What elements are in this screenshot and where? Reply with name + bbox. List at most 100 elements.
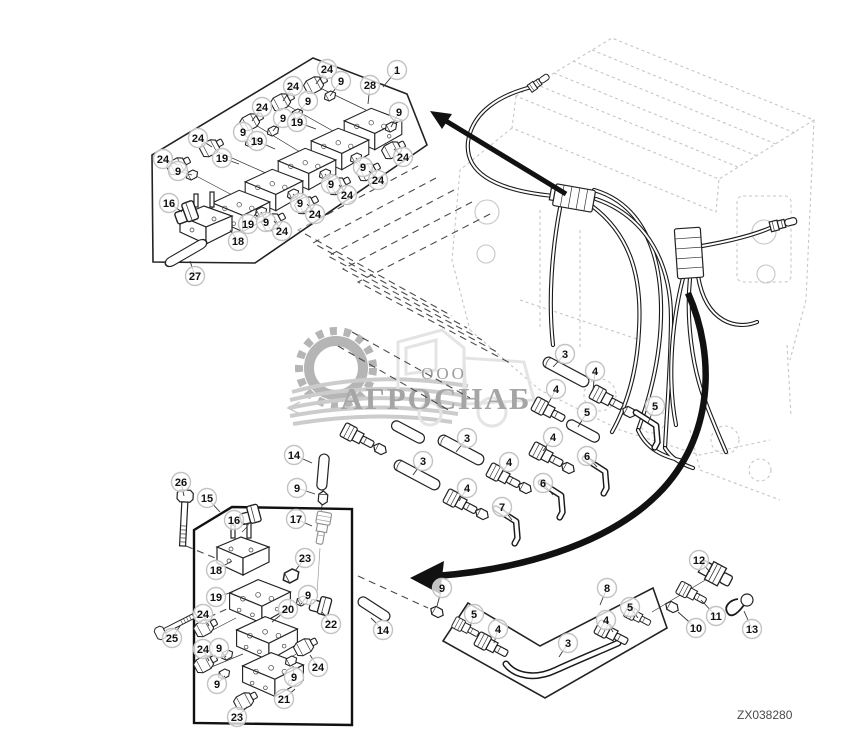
svg-text:16: 16 bbox=[228, 515, 240, 527]
callout-9: 9 bbox=[208, 637, 230, 659]
svg-text:14: 14 bbox=[288, 450, 301, 462]
svg-text:4: 4 bbox=[464, 483, 471, 495]
callout-18: 18 bbox=[205, 559, 233, 581]
callout-27: 27 bbox=[184, 260, 206, 287]
svg-text:9: 9 bbox=[360, 162, 366, 174]
callout-24: 24 bbox=[192, 638, 214, 662]
svg-text:5: 5 bbox=[584, 407, 590, 419]
callout-4: 4 bbox=[456, 477, 478, 502]
svg-text:24: 24 bbox=[309, 209, 322, 221]
svg-text:6: 6 bbox=[540, 478, 546, 490]
union-fitting bbox=[338, 421, 378, 453]
svg-text:11: 11 bbox=[710, 611, 722, 623]
svg-text:3: 3 bbox=[562, 349, 568, 361]
svg-text:9: 9 bbox=[240, 127, 246, 139]
svg-text:5: 5 bbox=[652, 401, 658, 413]
svg-text:10: 10 bbox=[690, 623, 702, 635]
hose-harness bbox=[465, 71, 799, 471]
svg-text:9: 9 bbox=[328, 179, 334, 191]
svg-text:24: 24 bbox=[197, 644, 210, 656]
svg-text:24: 24 bbox=[287, 81, 300, 93]
callout-13: 13 bbox=[741, 610, 763, 640]
callout-5: 5 bbox=[576, 401, 598, 428]
callout-21: 21 bbox=[273, 688, 296, 710]
callout-18: 18 bbox=[227, 229, 249, 252]
svg-text:5: 5 bbox=[471, 609, 477, 621]
svg-text:24: 24 bbox=[341, 190, 354, 202]
callout-3: 3 bbox=[455, 427, 478, 453]
svg-text:23: 23 bbox=[231, 712, 243, 724]
svg-text:19: 19 bbox=[251, 136, 263, 148]
callout-1: 1 bbox=[382, 59, 408, 88]
svg-text:4: 4 bbox=[550, 432, 557, 444]
callout-9: 9 bbox=[329, 70, 352, 97]
drawing-number: ZX038280 bbox=[737, 708, 793, 722]
callout-5: 5 bbox=[619, 596, 641, 619]
callout-4: 4 bbox=[487, 618, 509, 644]
svg-text:15: 15 bbox=[201, 493, 213, 505]
tube bbox=[355, 594, 393, 624]
gear-icon bbox=[304, 336, 368, 400]
callout-9: 9 bbox=[297, 584, 319, 606]
callout-7: 7 bbox=[491, 496, 513, 521]
svg-text:9: 9 bbox=[263, 217, 269, 229]
callout-24: 24 bbox=[271, 220, 293, 242]
callout-24: 24 bbox=[315, 58, 338, 85]
dust-cap bbox=[740, 593, 754, 607]
nut bbox=[663, 599, 681, 615]
callout-24: 24 bbox=[304, 203, 326, 225]
callout-9: 9 bbox=[431, 577, 453, 607]
svg-text:9: 9 bbox=[305, 96, 311, 108]
svg-text:9: 9 bbox=[214, 679, 220, 691]
callout-24: 24 bbox=[367, 169, 389, 191]
callout-9: 9 bbox=[352, 156, 374, 178]
svg-text:8: 8 bbox=[604, 583, 610, 595]
callout-16: 16 bbox=[223, 509, 250, 531]
watermark-name: АГРОСНАБ bbox=[341, 381, 532, 416]
callout-9: 9 bbox=[286, 477, 316, 499]
svg-text:21: 21 bbox=[278, 694, 290, 706]
callout-24: 24 bbox=[307, 654, 329, 678]
callout-9: 9 bbox=[167, 160, 193, 182]
svg-text:24: 24 bbox=[321, 64, 334, 76]
callout-4: 4 bbox=[545, 378, 567, 405]
sensor-fitting bbox=[768, 214, 799, 233]
tube bbox=[315, 453, 331, 491]
callout-24: 24 bbox=[282, 75, 304, 102]
callout-19: 19 bbox=[246, 130, 276, 152]
callout-22: 22 bbox=[320, 611, 342, 635]
callout-24: 24 bbox=[152, 148, 180, 170]
svg-text:19: 19 bbox=[216, 153, 228, 165]
svg-text:16: 16 bbox=[163, 198, 175, 210]
callout-14: 14 bbox=[370, 617, 394, 641]
svg-text:22: 22 bbox=[325, 619, 337, 631]
svg-text:7: 7 bbox=[499, 502, 505, 514]
svg-text:12: 12 bbox=[693, 555, 705, 567]
callout-9: 9 bbox=[320, 173, 342, 195]
callout-19: 19 bbox=[237, 211, 259, 235]
svg-text:13: 13 bbox=[746, 624, 758, 636]
watermark-prefix: ООО bbox=[421, 364, 467, 383]
callout-15: 15 bbox=[196, 487, 221, 513]
svg-text:19: 19 bbox=[242, 219, 254, 231]
callout-6: 6 bbox=[576, 445, 598, 468]
callout-6: 6 bbox=[532, 472, 554, 496]
callout-24: 24 bbox=[187, 127, 213, 149]
callout-4: 4 bbox=[584, 360, 606, 391]
svg-text:24: 24 bbox=[192, 133, 205, 145]
tube bbox=[564, 417, 602, 445]
svg-text:26: 26 bbox=[175, 477, 187, 489]
callout-5: 5 bbox=[644, 395, 666, 424]
svg-text:3: 3 bbox=[565, 638, 571, 650]
callout-9: 9 bbox=[206, 673, 228, 695]
callout-10: 10 bbox=[677, 611, 707, 639]
callout-11: 11 bbox=[700, 599, 727, 627]
callout-4: 4 bbox=[498, 451, 520, 477]
svg-text:14: 14 bbox=[377, 625, 390, 637]
callout-4: 4 bbox=[595, 609, 617, 633]
callout-12: 12 bbox=[688, 549, 711, 573]
watermark: ООО АГРОСНАБ bbox=[286, 327, 536, 428]
callout-28: 28 bbox=[359, 74, 381, 105]
callout-24: 24 bbox=[251, 96, 273, 122]
